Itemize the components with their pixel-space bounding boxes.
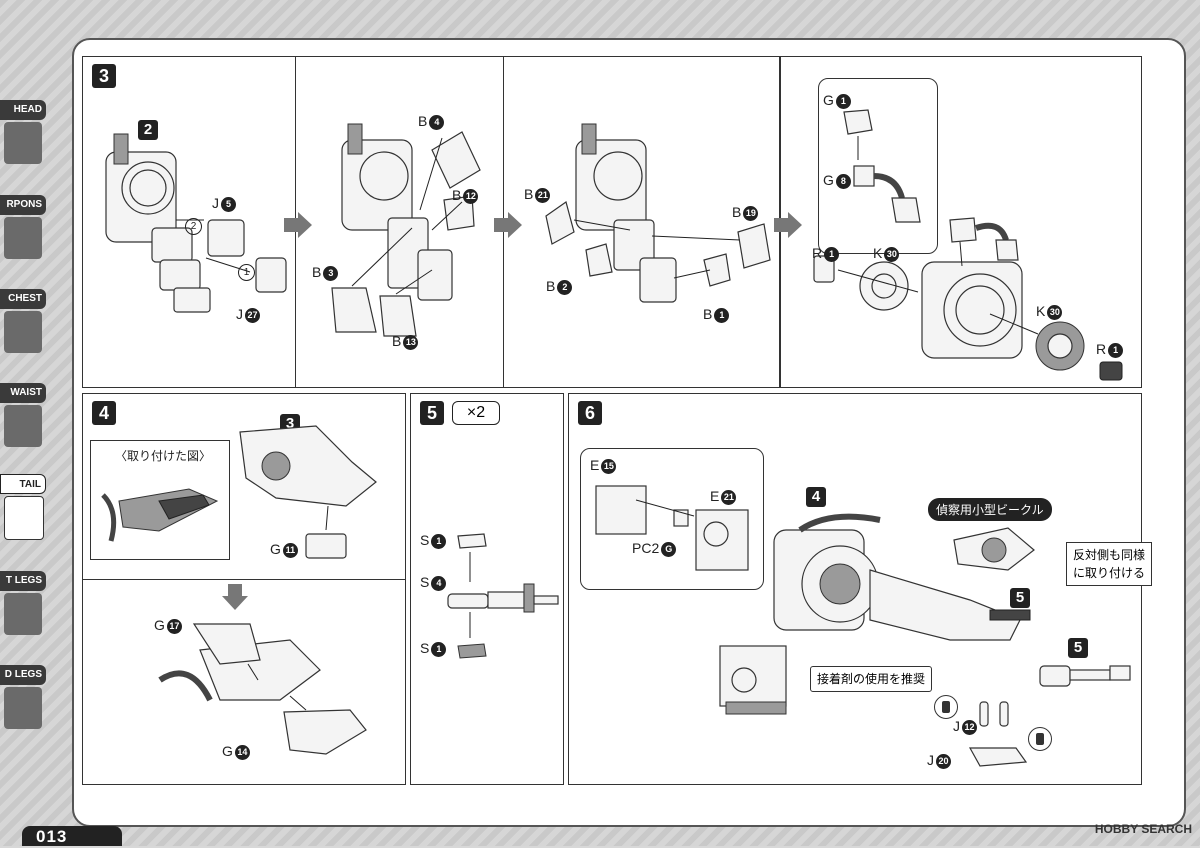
order-marker-1: 1 [238, 262, 255, 281]
tail-thumbnail-icon [4, 496, 44, 540]
tail-section-illustration [239, 425, 377, 559]
waist-thumbnail-icon [4, 405, 42, 447]
attached-view-inset: 〈取り付けた図〉 [90, 440, 230, 560]
mounted-gun-illustration [1039, 665, 1131, 687]
order-marker-2: 2 [185, 216, 202, 235]
down-arrow-icon [222, 584, 248, 610]
head-thumbnail-icon [4, 122, 42, 164]
step-arrow-icon [494, 212, 522, 238]
tail-full-illustration [773, 513, 1031, 641]
tab-head[interactable]: HEAD [0, 100, 46, 120]
step-5-panel [410, 393, 564, 785]
attached-part-illustration [101, 488, 219, 542]
recon-vehicle-illustration [953, 527, 1035, 571]
watermark: HOBBY SEARCH [1094, 822, 1192, 836]
step-number: 3 [92, 64, 116, 88]
front-legs-thumbnail-icon [4, 593, 42, 635]
stand-parts-illustration [968, 701, 1028, 767]
step-number: 4 [92, 401, 116, 425]
sub-step-badge: 5 [1068, 638, 1088, 658]
tab-tail[interactable]: TAIL [0, 474, 46, 494]
tail-hub-illustration [813, 217, 1123, 381]
glue-icon [934, 695, 958, 719]
chest-thumbnail-icon [4, 311, 42, 353]
step-number: 6 [578, 401, 602, 425]
tab-waist[interactable]: WAIST [0, 383, 46, 403]
tail-segment-illustration [105, 133, 287, 313]
tail-armor-illustration [158, 623, 367, 755]
tab-chest[interactable]: CHEST [0, 289, 46, 309]
tab-hind-legs[interactable]: D LEGS [0, 665, 46, 685]
inset-title: 〈取り付けた図〉 [115, 449, 212, 463]
weapons-thumbnail-icon [4, 217, 42, 259]
hose-parts-illustration [843, 109, 921, 223]
opposite-side-note: 反対側も同様に取り付ける [1066, 542, 1153, 586]
vehicle-callout: 偵察用小型ビークル [928, 498, 1052, 521]
quantity-multiplier: ×2 [452, 401, 500, 425]
sub-step-badge: 5 [1010, 588, 1030, 608]
gearbox-assembled-illustration [719, 645, 787, 715]
sub-step-badge: 2 [138, 120, 158, 140]
glue-recommendation-note: 接着剤の使用を推奨 [810, 666, 933, 692]
tab-weapons[interactable]: RPONS [0, 195, 46, 215]
step-arrow-icon [774, 212, 802, 238]
tail-segment-armor-illustration [331, 123, 481, 337]
step-arrow-icon [284, 212, 312, 238]
glue-icon [1028, 727, 1052, 751]
tail-segment-plates-illustration [545, 123, 771, 303]
sub-step-badge: 4 [806, 487, 826, 507]
hind-legs-thumbnail-icon [4, 687, 42, 729]
gun-assembly-illustration [447, 533, 559, 659]
tab-front-legs[interactable]: T LEGS [0, 571, 46, 591]
page-number: 013 [22, 826, 122, 846]
step-number: 5 [420, 401, 444, 425]
gearbox-parts-illustration [595, 485, 749, 571]
